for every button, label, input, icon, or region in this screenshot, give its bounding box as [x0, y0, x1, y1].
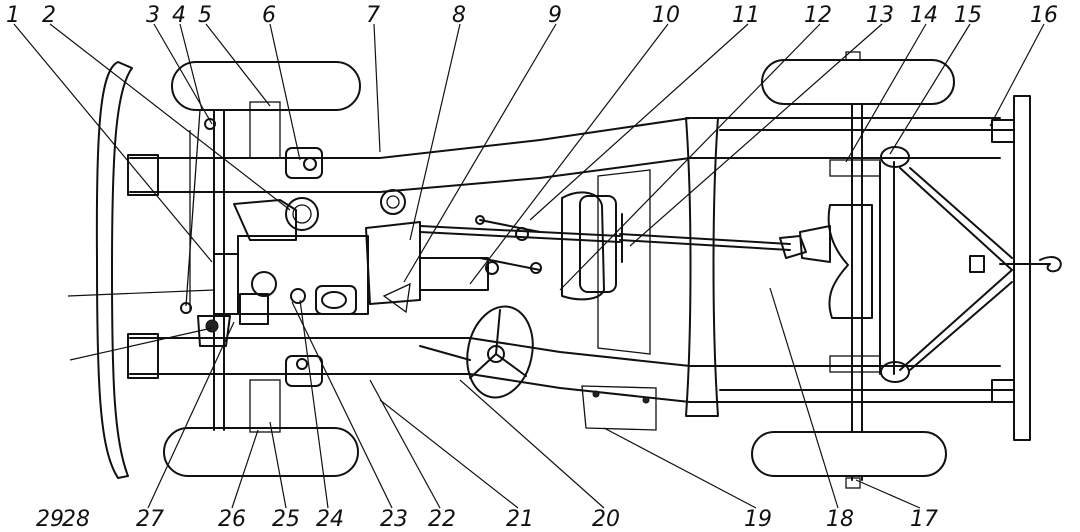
front-bumper [95, 61, 133, 479]
callout-1: 1 [6, 3, 20, 28]
frame [127, 95, 1031, 441]
callout-29: 29 [36, 507, 64, 532]
callout-8: 8 [452, 3, 466, 28]
rear-right-wheel [751, 431, 947, 477]
callout-23: 23 [380, 507, 408, 532]
drive-shaft [419, 191, 831, 301]
callout-26: 26 [218, 507, 246, 532]
callout-28: 28 [62, 507, 90, 532]
steering-wheel [419, 305, 534, 399]
callout-18: 18 [826, 507, 854, 532]
callout-6: 6 [262, 3, 276, 28]
callout-15: 15 [954, 3, 982, 28]
callout-7: 7 [366, 3, 380, 28]
callout-5: 5 [198, 3, 212, 28]
callout-19: 19 [744, 507, 772, 532]
callout-14: 14 [910, 3, 938, 28]
callout-labels-bottom: 29 28 27 26 25 24 23 22 21 20 19 18 17 [36, 507, 938, 532]
callout-17: 17 [910, 507, 938, 532]
front-right-wheel [163, 427, 359, 477]
callout-12: 12 [804, 3, 832, 28]
callout-11: 11 [732, 3, 760, 28]
callout-13: 13 [866, 3, 894, 28]
callout-10: 10 [652, 3, 680, 28]
callout-21: 21 [506, 507, 534, 532]
wheels [163, 59, 955, 477]
pedals [475, 215, 542, 275]
callout-24: 24 [316, 507, 344, 532]
callout-4: 4 [172, 3, 186, 28]
front-left-wheel [171, 61, 361, 111]
callout-27: 27 [136, 507, 164, 532]
rear-cross-brace [879, 161, 1062, 375]
callout-3: 3 [146, 3, 160, 28]
rear-left-wheel [761, 59, 955, 105]
leader-lines [13, 23, 1045, 509]
callout-20: 20 [592, 507, 620, 532]
callout-labels-top: 1 2 3 4 5 6 7 8 9 10 11 12 13 14 15 16 [6, 3, 1058, 28]
callout-22: 22 [428, 507, 456, 532]
callout-25: 25 [272, 507, 300, 532]
callout-9: 9 [548, 3, 562, 28]
engine [213, 189, 489, 325]
callout-2: 2 [42, 3, 56, 28]
floor-plates [581, 169, 657, 431]
callout-16: 16 [1030, 3, 1058, 28]
